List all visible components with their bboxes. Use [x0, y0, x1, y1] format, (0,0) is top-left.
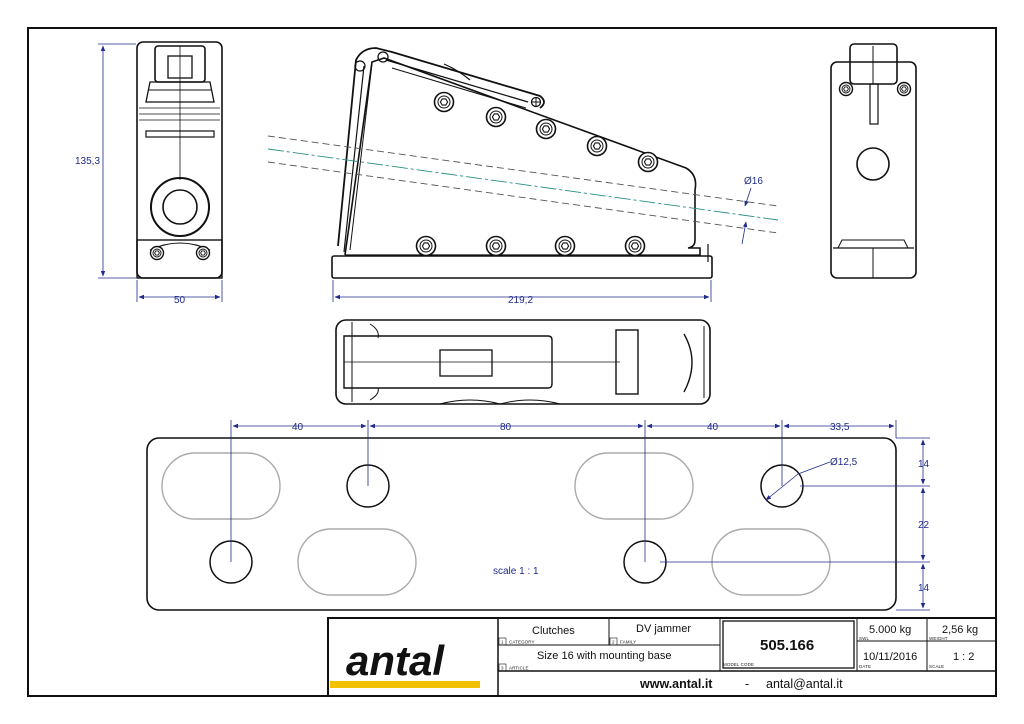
dim-edge-offset-label: 33,5 [830, 422, 850, 433]
email-link[interactable]: antal@antal.it [766, 677, 843, 691]
scale-note: scale 1 : 1 [493, 566, 539, 577]
contact-separator: - [745, 677, 749, 691]
logo-bar [330, 681, 480, 688]
article-label: ARTICLE [509, 666, 529, 671]
article-value: Size 16 with mounting base [537, 650, 672, 662]
category-num: 1 [501, 640, 504, 645]
date-value: 10/11/2016 [863, 651, 917, 663]
dim-v-bottom-label: 14 [918, 583, 930, 594]
dim-hole-spacing-1-label: 40 [292, 422, 304, 433]
dim-v-top-label: 14 [918, 459, 930, 470]
website-link[interactable]: www.antal.it [639, 677, 713, 691]
swl-value: 5.000 kg [869, 624, 911, 636]
side-view-dimensions [332, 187, 752, 302]
weight-value: 2,56 kg [942, 624, 978, 636]
dim-width-label: 50 [174, 295, 186, 306]
top-view [335, 319, 711, 405]
dim-line-diameter-label: Ø16 [744, 176, 763, 187]
article-num: 3 [501, 666, 504, 671]
model-code-label: MODEL CODE [723, 662, 754, 667]
dim-hole-spacing-3-label: 40 [707, 422, 719, 433]
front-view [136, 41, 223, 279]
side-view [331, 47, 713, 279]
family-value: DV jammer [636, 623, 691, 635]
family-num: 2 [612, 640, 615, 645]
dim-hole-diameter-label: Ø12,5 [830, 457, 858, 468]
mounting-plate [146, 437, 897, 611]
swl-label: SWL [859, 636, 869, 641]
weight-label: WEIGHT [929, 636, 948, 641]
title-block [327, 617, 997, 697]
side-view-screws [415, 91, 659, 257]
brand-logo: antal [346, 637, 445, 684]
dim-hole-spacing-2-label: 80 [500, 422, 512, 433]
model-code-value: 505.166 [760, 637, 814, 654]
dim-v-mid-label: 22 [918, 520, 930, 531]
front-view-dimensions [98, 43, 223, 302]
scale-label: SCALE [929, 664, 944, 669]
mounting-plate-dimensions [230, 420, 930, 611]
scale-value: 1 : 2 [953, 651, 974, 663]
category-value: Clutches [532, 625, 575, 637]
category-label: CATEGORY [509, 640, 535, 645]
rear-view [830, 43, 917, 279]
dim-height-label: 135,3 [75, 156, 100, 167]
date-label: DATE [859, 664, 871, 669]
dim-length-label: 219,2 [508, 295, 533, 306]
rope-centreline [267, 135, 779, 234]
family-label: FAMILY [620, 640, 636, 645]
